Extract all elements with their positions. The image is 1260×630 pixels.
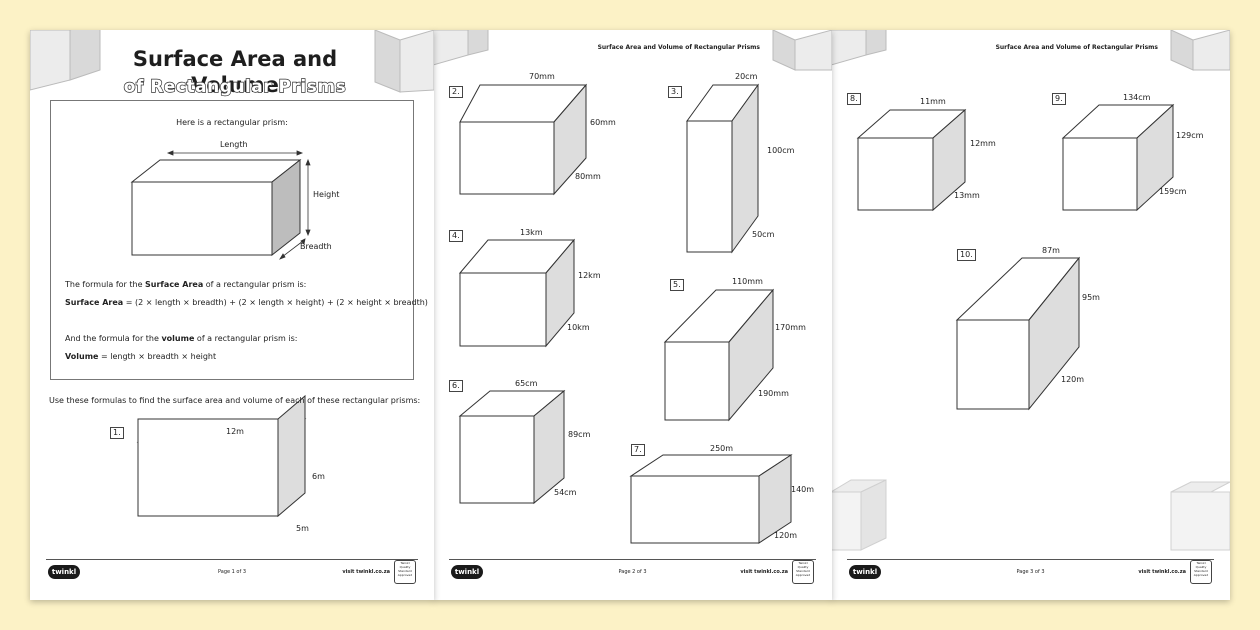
example-prism bbox=[130, 158, 302, 257]
q3-depth-label: 50cm bbox=[752, 230, 775, 239]
instruction-text: Use these formulas to find the surface a… bbox=[49, 396, 421, 405]
question-number: 1. bbox=[110, 427, 124, 439]
question-number: 2. bbox=[449, 86, 463, 98]
corner-cube-left-icon bbox=[433, 30, 489, 66]
corner-cube-right-icon bbox=[772, 30, 832, 71]
q1-depth-label: 5m bbox=[296, 524, 309, 533]
visit-link[interactable]: visit twinkl.co.za bbox=[342, 569, 390, 575]
question-number: 4. bbox=[449, 230, 463, 242]
bottom-left-cube-icon bbox=[831, 479, 887, 551]
q9-prism bbox=[1061, 103, 1175, 212]
q2-top-label: 70mm bbox=[529, 72, 555, 81]
worksheet-page-3: Surface Area and Volume of Rectangular P… bbox=[831, 30, 1230, 600]
page-1-graphics bbox=[30, 30, 434, 518]
corner-cube-left-icon bbox=[831, 30, 887, 66]
q3-top-label: 20cm bbox=[735, 72, 758, 81]
page-title: Surface Area and Volume bbox=[132, 47, 338, 97]
visit-link[interactable]: visit twinkl.co.za bbox=[740, 569, 788, 575]
q4-prism bbox=[458, 238, 576, 348]
corner-cube-right-icon bbox=[374, 30, 434, 93]
bottom-right-cube-icon bbox=[1170, 481, 1230, 551]
q8-side-label: 12mm bbox=[970, 139, 996, 148]
q4-side-label: 12km bbox=[578, 271, 601, 280]
length-label: Length bbox=[220, 140, 248, 149]
q2-depth-label: 80mm bbox=[575, 172, 601, 181]
corner-cube-left-icon bbox=[30, 30, 101, 91]
twinkl-logo: twinkl bbox=[849, 565, 881, 579]
q10-depth-label: 120m bbox=[1061, 375, 1085, 384]
quality-badge-icon: Twinkl Quality Standard Approved bbox=[1190, 560, 1212, 584]
q1-top-label: 12m bbox=[226, 427, 244, 436]
page-number: Page 3 of 3 bbox=[1016, 569, 1045, 575]
q7-side-label: 140m bbox=[791, 485, 815, 494]
question-number: 10. bbox=[957, 249, 976, 261]
footer-divider bbox=[449, 559, 816, 560]
footer-divider bbox=[46, 559, 418, 560]
q8-depth-label: 13mm bbox=[954, 191, 980, 200]
q5-depth-label: 190mm bbox=[758, 389, 789, 398]
question-number: 3. bbox=[668, 86, 682, 98]
q10-top-label: 87m bbox=[1042, 246, 1060, 255]
quality-badge-icon: Twinkl Quality Standard Approved bbox=[394, 560, 416, 584]
q1-side-label: 6m bbox=[312, 472, 325, 481]
twinkl-logo: twinkl bbox=[48, 565, 80, 579]
page-subtitle: of Rectangular Prisms bbox=[123, 76, 347, 97]
q7-depth-label: 120m bbox=[774, 531, 798, 540]
volume-intro: And the formula for the volume of a rect… bbox=[65, 334, 298, 343]
q8-top-label: 11mm bbox=[920, 97, 946, 106]
page-number: Page 1 of 3 bbox=[217, 569, 247, 575]
q8-prism bbox=[856, 108, 967, 212]
intro-text: Here is a rectangular prism: bbox=[176, 118, 288, 127]
page-number: Page 2 of 3 bbox=[618, 569, 647, 575]
question-number: 9. bbox=[1052, 93, 1066, 105]
q5-top-label: 110mm bbox=[732, 277, 763, 286]
q4-depth-label: 10km bbox=[567, 323, 590, 332]
q2-prism bbox=[459, 83, 588, 196]
breadth-label: Breadth bbox=[300, 242, 332, 251]
surface-area-formula: Surface Area = (2 × length × breadth) + … bbox=[65, 298, 428, 307]
question-number: 8. bbox=[847, 93, 861, 105]
page-3-graphics bbox=[831, 30, 1230, 551]
q9-depth-label: 159cm bbox=[1159, 187, 1187, 196]
q9-side-label: 129cm bbox=[1176, 131, 1204, 140]
q6-side-label: 89cm bbox=[568, 430, 591, 439]
q6-depth-label: 54cm bbox=[554, 488, 577, 497]
dimension-arrows bbox=[166, 150, 311, 260]
quality-badge-icon: Twinkl Quality Standard Approved bbox=[792, 560, 814, 584]
q7-top-label: 250m bbox=[710, 444, 734, 453]
page-2-graphics bbox=[433, 30, 832, 544]
q10-prism bbox=[955, 256, 1081, 411]
twinkl-logo: twinkl bbox=[451, 565, 483, 579]
q3-side-label: 100cm bbox=[767, 146, 795, 155]
worksheet-page-1: Surface Area and Volume of Rectangular P… bbox=[30, 30, 434, 600]
q3-prism bbox=[686, 83, 759, 254]
worksheet-page-2: Surface Area and Volume of Rectangular P… bbox=[433, 30, 832, 600]
q7-prism bbox=[629, 454, 793, 544]
question-number: 7. bbox=[631, 444, 645, 456]
corner-cube-right-icon bbox=[1170, 30, 1230, 71]
formula-box bbox=[50, 100, 414, 380]
q4-top-label: 13km bbox=[520, 228, 543, 237]
question-number: 6. bbox=[449, 380, 463, 392]
q6-prism bbox=[458, 389, 566, 505]
q5-prism bbox=[663, 288, 775, 422]
visit-link[interactable]: visit twinkl.co.za bbox=[1138, 569, 1186, 575]
running-title: Surface Area and Volume of Rectangular P… bbox=[597, 44, 760, 51]
question-number: 5. bbox=[670, 279, 684, 291]
q5-side-label: 170mm bbox=[775, 323, 806, 332]
volume-formula: Volume = length × breadth × height bbox=[65, 352, 217, 361]
surface-area-intro: The formula for the Surface Area of a re… bbox=[65, 280, 307, 289]
q2-side-label: 60mm bbox=[590, 118, 616, 127]
footer-divider bbox=[847, 559, 1214, 560]
running-title: Surface Area and Volume of Rectangular P… bbox=[995, 44, 1158, 51]
q6-top-label: 65cm bbox=[515, 379, 538, 388]
q9-top-label: 134cm bbox=[1123, 93, 1151, 102]
q1-prism bbox=[136, 394, 307, 518]
height-label: Height bbox=[313, 190, 340, 199]
q10-side-label: 95m bbox=[1082, 293, 1100, 302]
